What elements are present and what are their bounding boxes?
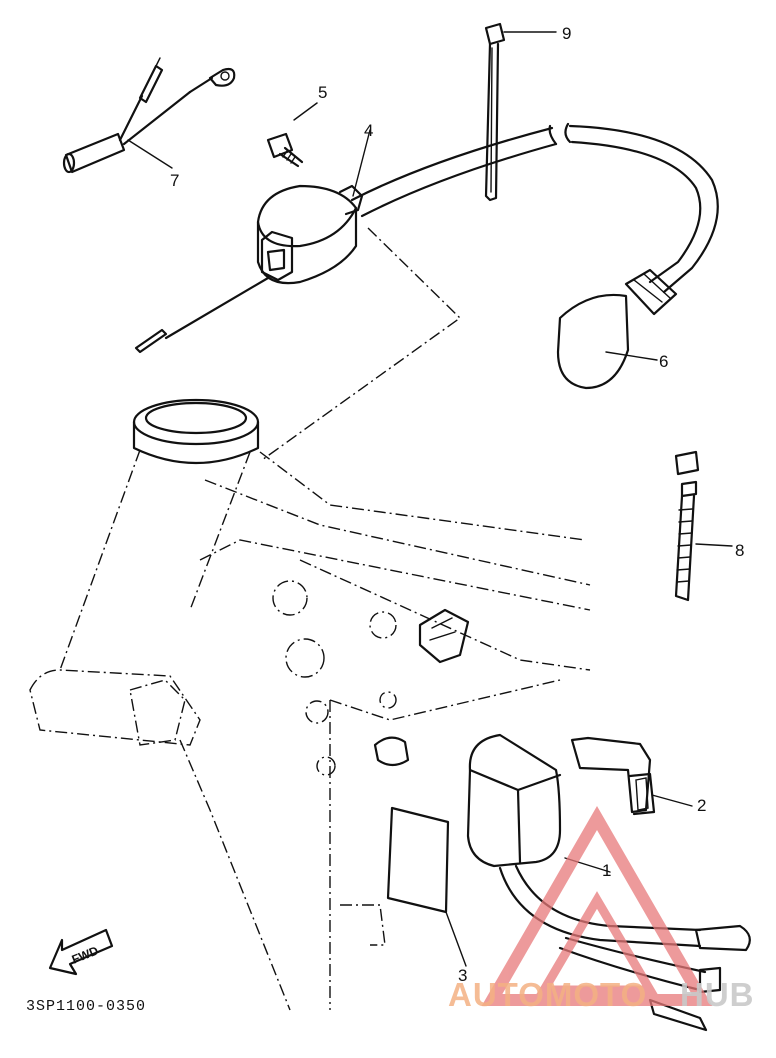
pad-part [386, 806, 467, 967]
spark-plug-cap-part [556, 122, 719, 390]
callout-6: 6 [659, 352, 668, 371]
callout-4: 4 [364, 121, 373, 140]
cable-tie-part [484, 22, 557, 202]
cable-tie-band-part [674, 450, 733, 602]
callout-1: 1 [602, 861, 611, 880]
callout-7: 7 [170, 171, 179, 190]
bolt-part [266, 102, 318, 168]
ignition-coil-part [134, 124, 558, 354]
fwd-arrow-icon: FWD [48, 928, 114, 976]
watermark: AUTOMOTO HUB [448, 805, 755, 1013]
bracket-part [570, 736, 693, 816]
callout-8: 8 [735, 541, 744, 560]
svg-text:FWD: FWD [70, 943, 101, 966]
callout-2: 2 [697, 796, 706, 815]
watermark-text-right: HUB [680, 976, 755, 1013]
frame-outline [29, 227, 591, 1011]
automotohub-logo-icon [481, 805, 713, 1006]
wire-lead-part [62, 57, 236, 174]
callout-5: 5 [318, 83, 327, 102]
callout-labels: 1 2 3 4 5 6 7 8 9 [170, 24, 744, 985]
watermark-text-left: AUTOMOTO [448, 976, 647, 1013]
diagram-code: 3SP1100-0350 [26, 998, 146, 1015]
callout-9: 9 [562, 24, 571, 43]
callout-3: 3 [458, 966, 467, 985]
